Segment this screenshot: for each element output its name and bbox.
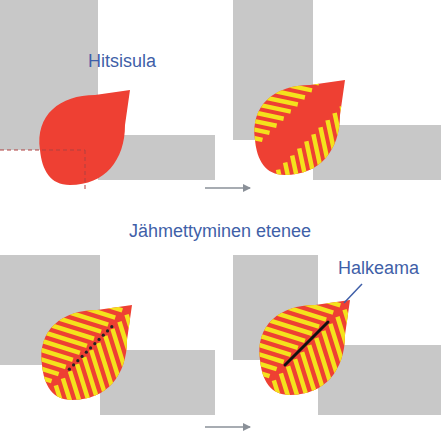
dendrite [328,120,341,183]
dendrite [183,368,255,391]
dendrite [134,308,157,380]
dendrite [185,141,248,154]
dendrite [345,310,368,382]
dendrite [0,373,37,396]
dendrite [342,106,355,169]
segregation-dot [102,334,105,337]
segregation-dot [68,368,71,371]
weld-pool-label: Hitsisula [88,52,156,72]
crack-label: Halkeama [338,259,419,279]
segregation-dot [97,338,100,341]
weld-bead [178,49,376,247]
dendrite [277,49,340,62]
segregation-dot [85,351,88,354]
dendrite [200,126,263,139]
dendrite [178,148,241,161]
dendrite [268,283,340,306]
dendrite [349,99,362,162]
dendrite [190,361,262,384]
dendrite [363,85,376,148]
dendrite [192,134,255,147]
dendrite [356,92,369,155]
dendrite [337,317,360,389]
dendrite [267,387,290,442]
stage-caption: Jähmettyminen etenee [129,222,311,242]
dendrite [270,56,333,69]
segregation-dot [76,359,79,362]
dendrite [359,296,382,368]
dendrite [0,366,45,389]
weld-bead [0,274,163,442]
dendrite [64,274,136,297]
dendrite [42,400,65,442]
dendrite [57,281,129,304]
dendrite [119,322,142,394]
dendrite [242,84,305,97]
progress-arrow [205,426,250,428]
segregation-dot [89,346,92,349]
leader-line [344,284,362,303]
dendrite [49,392,72,442]
dendrite [352,303,375,375]
dendrite [50,288,122,311]
dendrite [260,395,283,442]
segregation-dot [93,342,96,345]
dendrite [263,63,326,76]
dendrite [127,315,150,387]
dendrite [141,301,164,373]
segregation-dot [110,325,113,328]
dendrite [197,354,269,377]
dendrite [335,113,348,176]
crack-line [285,322,328,365]
dendrite [43,295,115,318]
segregation-dot [106,329,109,332]
segregation-dot [80,355,83,358]
progress-arrow [205,187,250,189]
segregation-dot [72,363,75,366]
dendrite [256,70,319,83]
dendrite [261,290,333,313]
weld-bead [0,90,130,190]
dendrite [249,77,312,90]
dendrite [275,276,347,299]
weld-bead [183,269,381,442]
